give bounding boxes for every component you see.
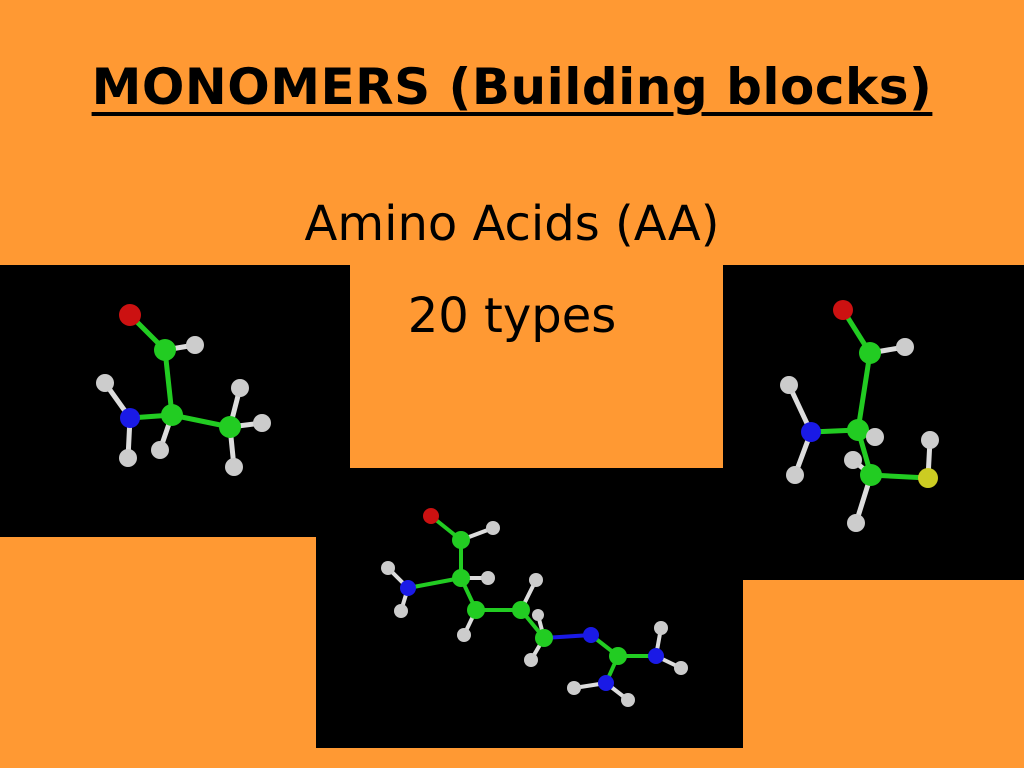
arginine-model-graphic (381, 508, 688, 707)
slide-title: MONOMERS (Building blocks) (91, 58, 933, 116)
slide-subtitle: Amino Acids (AA) (304, 196, 720, 252)
cysteine-model-graphic (780, 300, 939, 532)
slide-count-line: 20 types (407, 288, 617, 344)
molecule-image-left (0, 265, 350, 537)
alanine-model-graphic (96, 304, 271, 476)
molecule-image-right (723, 265, 1024, 580)
molecule-image-bottom (316, 468, 743, 748)
